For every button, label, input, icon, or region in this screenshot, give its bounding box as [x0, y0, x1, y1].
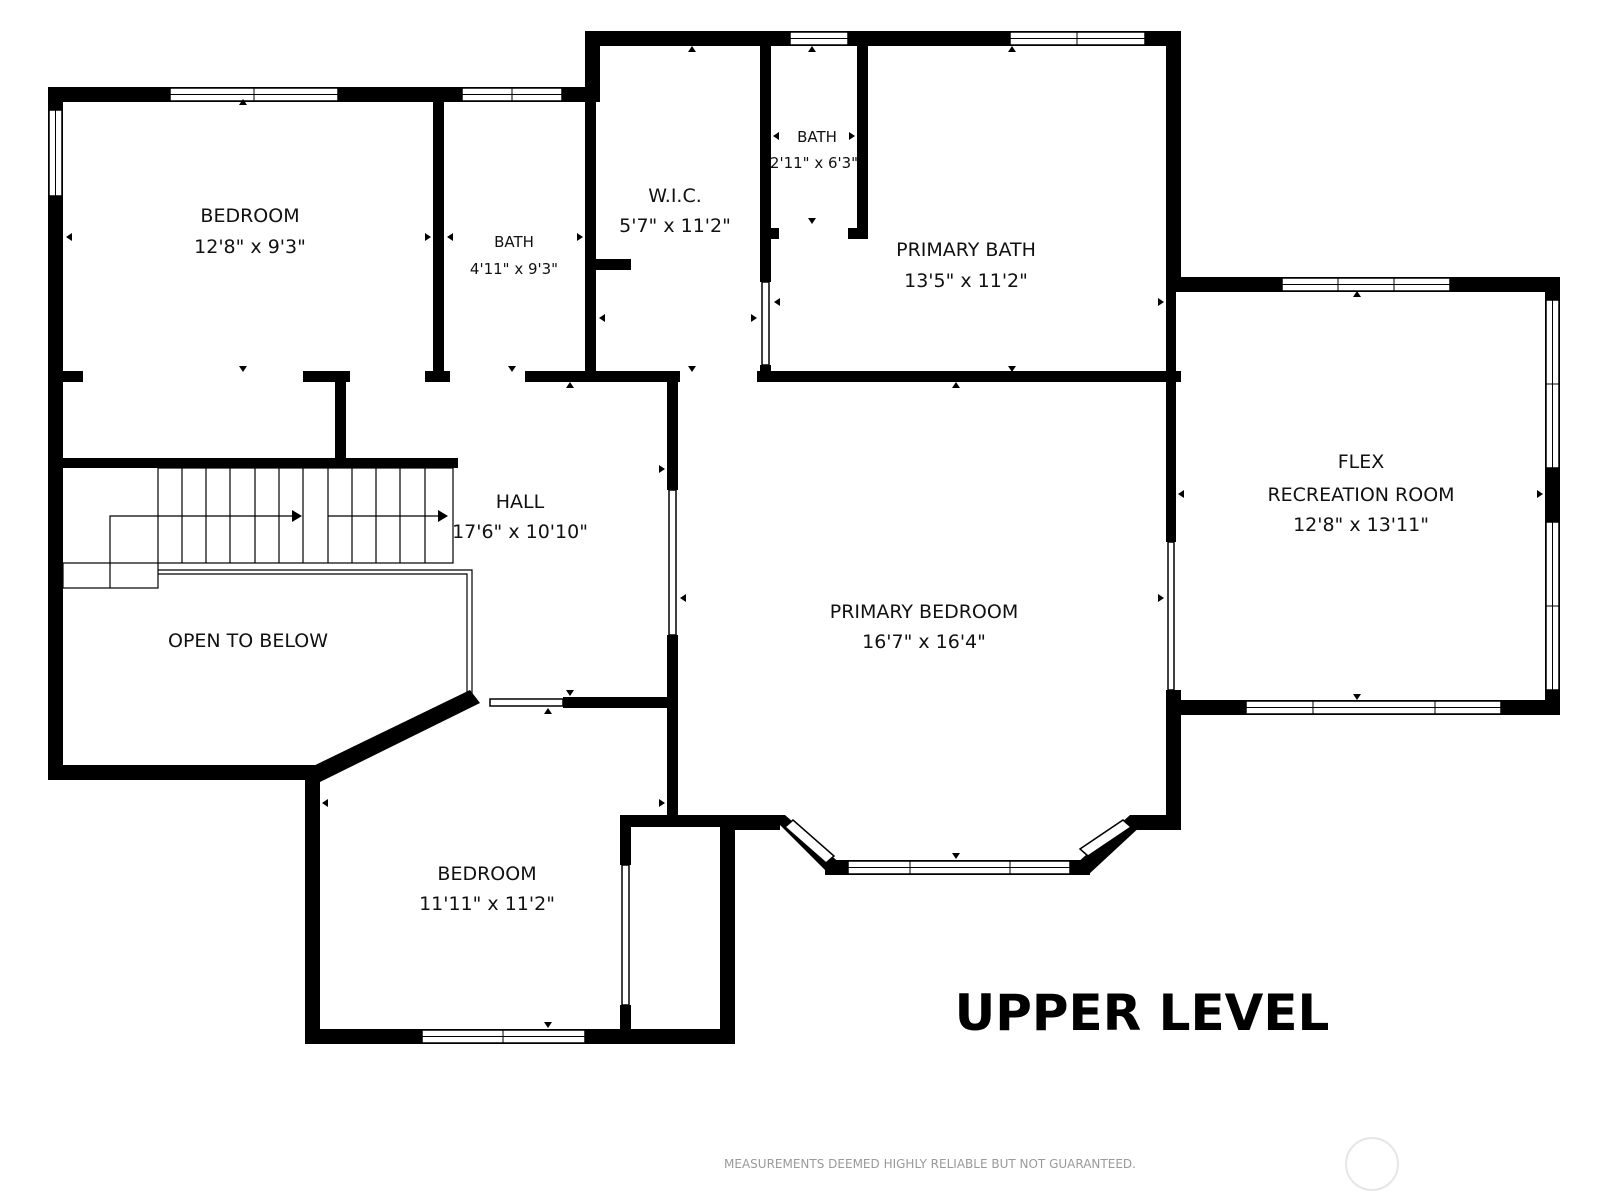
bedroom-south-dims: 11'11" x 11'2" [419, 893, 555, 915]
wall-hall-east-upper [667, 380, 678, 490]
room-labels: BEDROOM 12'8" x 9'3" BATH 4'11" x 9'3" W… [168, 128, 1455, 915]
wall-bedroom-south-mid [303, 371, 350, 382]
window-flex-north [1281, 277, 1451, 292]
wall-closet-west-top [620, 815, 631, 865]
windows [48, 31, 1560, 1044]
window-primary-bath-north [1009, 31, 1146, 46]
window-bedroom-west [48, 109, 63, 197]
level-title: UPPER LEVEL [955, 984, 1330, 1042]
wall-step-north [585, 31, 600, 102]
hall-name: HALL [496, 491, 545, 513]
wall-open-below-south [48, 765, 320, 780]
wall-primary-east-lower [1166, 690, 1181, 830]
wall-smallbath-stub-left [771, 228, 779, 239]
wall-bath-wic [585, 102, 596, 381]
bedroom-nw-name: BEDROOM [200, 205, 299, 227]
south-bedroom-door [489, 698, 564, 707]
wall-bedroom-south-left [48, 371, 83, 382]
primary-bedroom-name: PRIMARY BEDROOM [830, 601, 1018, 623]
window-flex-east [1545, 299, 1560, 691]
wall-primary-bath-south [757, 371, 1181, 382]
wic-name: W.I.C. [648, 185, 702, 207]
dimension-ticks [66, 46, 1543, 1028]
bedroom-south-name: BEDROOM [437, 863, 536, 885]
walls [48, 31, 1560, 1044]
bedroom-nw-dims: 12'8" x 9'3" [194, 236, 306, 258]
window-bath-north [461, 87, 563, 102]
wall-south-bedroom-west [305, 770, 320, 1044]
flex-name-line1: FLEX [1338, 451, 1385, 473]
window-south-bedroom [421, 1029, 586, 1044]
window-small-bath-north [789, 31, 849, 46]
wall-hall-east-lower [667, 635, 678, 820]
wall-south-bedroom-diag [305, 690, 480, 783]
disclaimer: MEASUREMENTS DEEMED HIGHLY RELIABLE BUT … [724, 1157, 1136, 1171]
openings [489, 281, 1175, 1006]
wall-bay-right-stub [1130, 815, 1181, 830]
window-bay-south [847, 860, 1071, 875]
open-to-below-label: OPEN TO BELOW [168, 630, 328, 652]
wall-closet-north [620, 815, 735, 827]
wall-bedroom-bath [433, 102, 444, 381]
flex-room-door [1167, 541, 1175, 691]
window-bedroom-north [169, 87, 339, 102]
wall-east-primary-bath [1166, 31, 1181, 289]
window-bay-right [1078, 819, 1133, 857]
wall-wic-smallbath [760, 46, 771, 282]
bath-small-name: BATH [797, 128, 837, 146]
wall-wic-stub [596, 259, 631, 270]
wall-west [48, 87, 63, 779]
hall-dims: 17'6" x 10'10" [452, 521, 588, 543]
wall-flex-west-upper [1166, 292, 1176, 542]
primary-bath-name: PRIMARY BATH [896, 239, 1036, 261]
window-flex-south [1245, 700, 1502, 715]
flex-dims: 12'8" x 13'11" [1293, 514, 1429, 536]
wall-closet-east [720, 815, 735, 1044]
flex-name-line2: RECREATION ROOM [1267, 484, 1454, 506]
wic-dims: 5'7" x 11'2" [619, 215, 731, 237]
primary-bedroom-door [668, 489, 677, 636]
wall-wic-door-jamb [760, 365, 771, 381]
staircase [62, 467, 473, 700]
wall-smallbath-stub-right [848, 228, 860, 239]
bath-small-dims: 2'11" x 6'3" [770, 154, 858, 172]
wall-closet-west-bottom [620, 1005, 631, 1044]
primary-bedroom-dims: 16'7" x 16'4" [862, 631, 986, 653]
wall-stair-north [63, 458, 458, 468]
wic-pocket-door [761, 281, 770, 366]
wall-hall-south-stub [563, 697, 673, 708]
wall-bath-south-right [525, 371, 680, 382]
watermark-logo [1345, 1137, 1399, 1191]
bath-north-dims: 4'11" x 9'3" [470, 260, 558, 278]
wall-stair-divider [335, 371, 346, 461]
bath-north-name: BATH [494, 233, 534, 251]
primary-bath-dims: 13'5" x 11'2" [904, 270, 1028, 292]
window-bay-left [783, 819, 836, 864]
closet-door [621, 864, 630, 1006]
wall-smallbath-primarybath [857, 46, 868, 239]
